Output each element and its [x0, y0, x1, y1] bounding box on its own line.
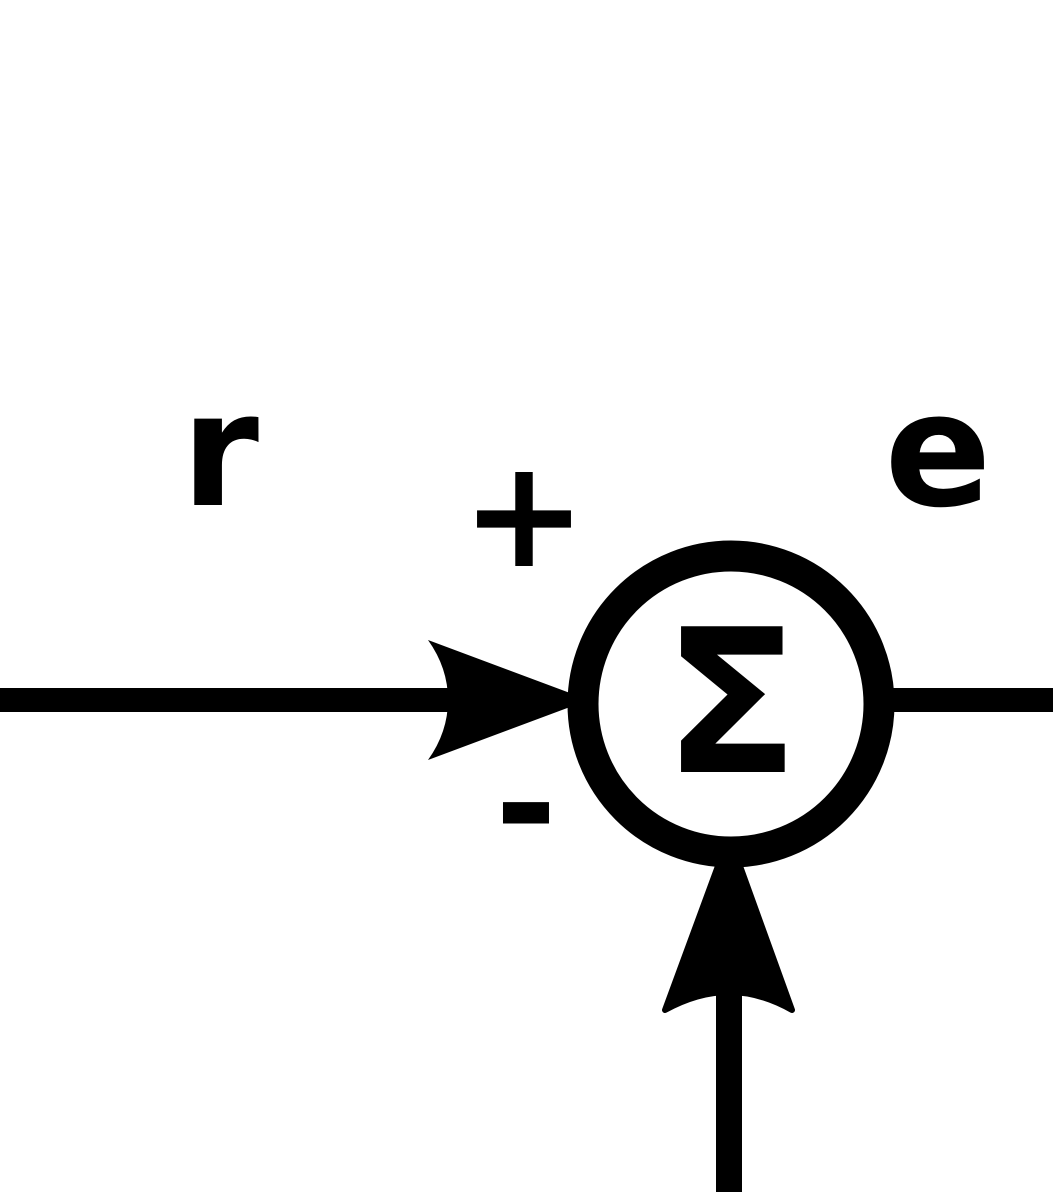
- feedback-arrowhead: [662, 863, 795, 1013]
- plus-sign: +: [461, 428, 587, 602]
- output-label: e: [884, 359, 991, 543]
- summing-junction-circle: [567, 540, 895, 868]
- input-label: r: [181, 359, 259, 543]
- minus-sign: -: [495, 718, 557, 892]
- input-arrowhead: [428, 640, 570, 760]
- sigma-symbol: Σ: [663, 587, 800, 820]
